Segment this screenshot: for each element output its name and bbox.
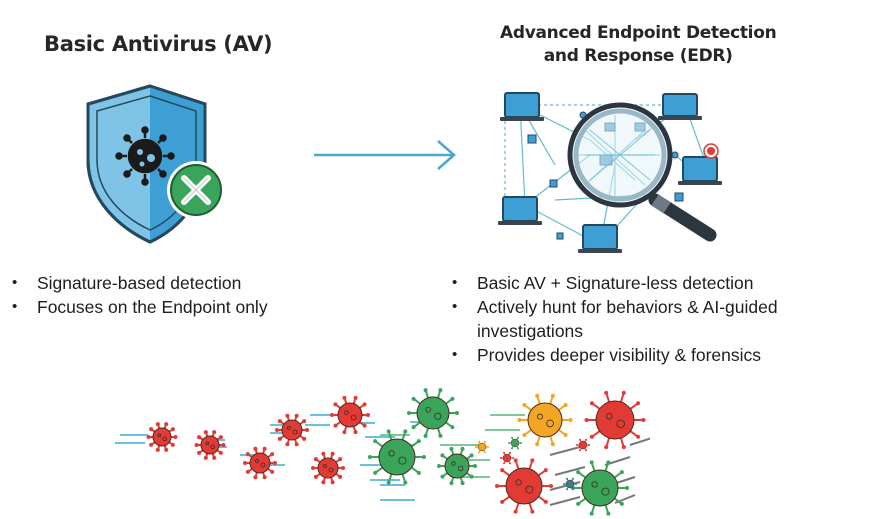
virus-icon bbox=[500, 451, 514, 465]
edr-title-line1: Advanced Endpoint Detection bbox=[500, 23, 777, 43]
virus-icon bbox=[508, 436, 522, 450]
edr-bullet: Basic AV + Signature-less detection bbox=[452, 271, 842, 295]
motion-trail bbox=[629, 437, 650, 446]
edr-title: Advanced Endpoint Detection and Response… bbox=[500, 22, 777, 68]
virus-icon bbox=[563, 477, 577, 491]
virus-icon bbox=[495, 458, 553, 514]
x-badge-icon bbox=[167, 161, 225, 219]
motion-trail bbox=[549, 481, 581, 491]
virus-icon bbox=[517, 393, 573, 447]
virus-icon bbox=[584, 390, 646, 450]
virus-icon bbox=[115, 126, 175, 186]
av-bullet-list: Signature-based detection Focuses on the… bbox=[12, 271, 352, 319]
virus-icon bbox=[330, 395, 370, 435]
virus-icon bbox=[311, 451, 345, 485]
av-bullet: Signature-based detection bbox=[12, 271, 352, 295]
av-title: Basic Antivirus (AV) bbox=[44, 32, 273, 56]
av-bullet: Focuses on the Endpoint only bbox=[12, 295, 352, 319]
virus-icon bbox=[194, 430, 226, 460]
motion-trail bbox=[549, 496, 581, 506]
virus-icon bbox=[576, 438, 590, 452]
moving-viruses-illustration bbox=[115, 388, 650, 516]
motion-trail bbox=[554, 466, 586, 476]
edr-title-line2: and Response (EDR) bbox=[543, 46, 733, 66]
shield-virus-blocked-icon bbox=[86, 84, 225, 244]
virus-icon bbox=[368, 429, 426, 485]
edr-bullet: Provides deeper visibility & forensics bbox=[452, 343, 842, 367]
edr-bullet-list: Basic AV + Signature-less detection Acti… bbox=[452, 271, 842, 367]
virus-icon bbox=[243, 446, 277, 480]
virus-icon bbox=[475, 440, 489, 454]
virus-icon bbox=[571, 460, 629, 516]
arrow-right-icon bbox=[314, 140, 456, 170]
virus-icon bbox=[437, 446, 477, 486]
edr-bullet: Actively hunt for behaviors & AI-guided … bbox=[452, 295, 842, 343]
virus-icon bbox=[275, 413, 309, 447]
virus-icon bbox=[407, 388, 459, 438]
virus-icon bbox=[146, 422, 178, 452]
network-magnifier-icon bbox=[498, 92, 722, 253]
motion-trail bbox=[549, 446, 581, 456]
